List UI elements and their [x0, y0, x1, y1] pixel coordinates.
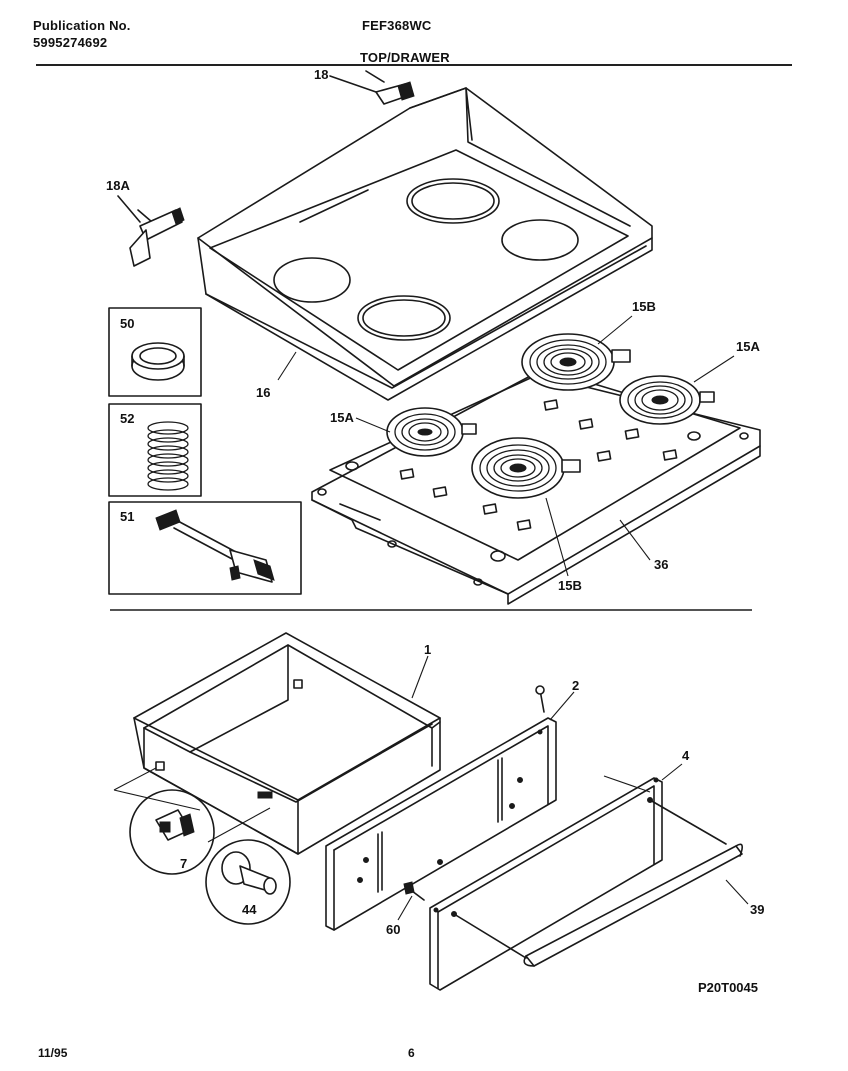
- section-title: TOP/DRAWER: [360, 50, 450, 65]
- callout-44: 44: [242, 902, 257, 917]
- callout-51: 51: [120, 509, 135, 524]
- callout-15a-right: 15A: [736, 339, 760, 354]
- model-number: FEF368WC: [362, 18, 432, 33]
- drawer-panel-4: [429, 775, 663, 991]
- callout-18a: 18A: [106, 178, 130, 193]
- element-15b-front-icon: [471, 437, 581, 499]
- element-15a-left-icon: [386, 407, 477, 457]
- bracket-18-icon: [329, 70, 415, 105]
- callout-16: 16: [256, 385, 271, 400]
- callout-4: 4: [682, 748, 690, 763]
- element-15b-rear-icon: [521, 333, 631, 391]
- inset-box-52: [108, 403, 202, 497]
- page-number: 6: [408, 1046, 415, 1060]
- drawer-handle-39: [453, 799, 744, 967]
- inset-box-50: [108, 307, 202, 397]
- callout-50: 50: [120, 316, 135, 331]
- callout-52: 52: [120, 411, 135, 426]
- cooktop-panel-16: [197, 87, 653, 401]
- callout-15a-left: 15A: [330, 410, 354, 425]
- element-15a-right-icon: [619, 375, 715, 425]
- callout-7: 7: [180, 856, 188, 871]
- detail-circle-7: [113, 767, 215, 875]
- diagram-code: P20T0045: [698, 980, 758, 995]
- callout-15b-top: 15B: [632, 299, 656, 314]
- publication-label: Publication No.: [33, 18, 131, 33]
- callout-2: 2: [572, 678, 580, 693]
- publication-number: 5995274692: [33, 35, 108, 50]
- revision-date: 11/95: [38, 1046, 68, 1060]
- leader-lines-top: [277, 315, 735, 577]
- callout-15b-bottom: 15B: [558, 578, 582, 593]
- detail-circle-44: [205, 807, 291, 925]
- bracket-18a-icon: [117, 195, 185, 267]
- callout-39: 39: [750, 902, 765, 917]
- leader-lines-drawer: [397, 655, 749, 921]
- callout-1: 1: [424, 642, 432, 657]
- callout-60: 60: [386, 922, 401, 937]
- drawer-front-2: [325, 685, 557, 931]
- inset-box-51: [108, 501, 302, 595]
- callout-18: 18: [314, 67, 329, 82]
- header-rule: [36, 64, 792, 66]
- callout-36: 36: [654, 557, 669, 572]
- drawer-body-1: [133, 632, 441, 855]
